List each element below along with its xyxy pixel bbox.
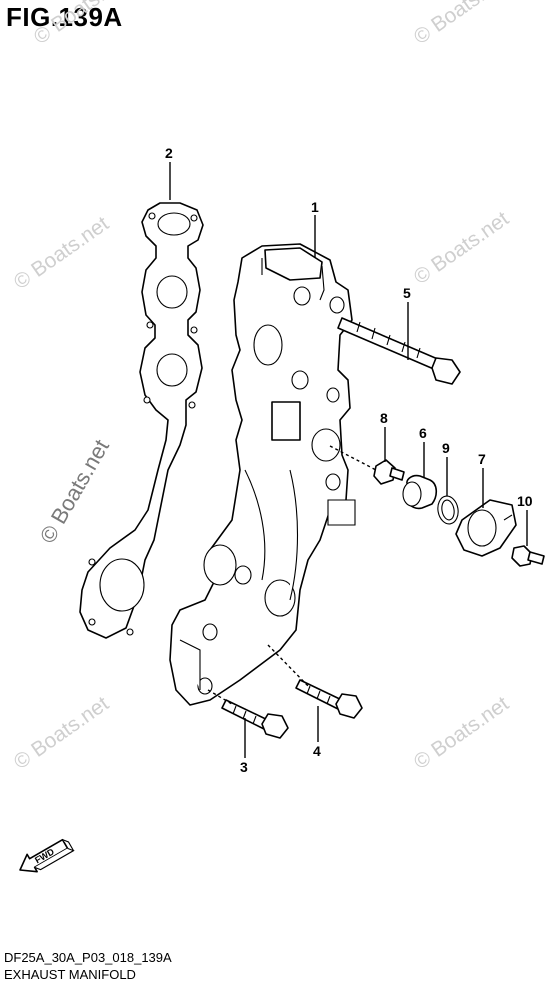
figure-caption: EXHAUST MANIFOLD [4, 967, 136, 982]
bolt-part-10[interactable] [511, 545, 545, 567]
callout-4: 4 [313, 743, 321, 759]
callout-1: 1 [311, 199, 319, 215]
watermark: © Boats.net [410, 207, 513, 289]
callout-5: 5 [403, 285, 411, 301]
exhaust-manifold-part-1[interactable] [169, 243, 356, 706]
drawing-code: DF25A_30A_P03_018_139A [4, 950, 172, 965]
leader-lines [169, 162, 528, 758]
watermark: © Boats.net [410, 0, 513, 49]
bolt-part-8[interactable] [373, 459, 405, 485]
callout-6: 6 [419, 425, 427, 441]
watermark: © Boats.net [10, 212, 113, 294]
watermark: © Boats.net [410, 692, 513, 774]
collar-part-6[interactable] [402, 474, 438, 510]
callout-10: 10 [517, 493, 533, 509]
callout-8: 8 [380, 410, 388, 426]
callout-2: 2 [165, 145, 173, 161]
callout-7: 7 [478, 451, 486, 467]
cover-part-7[interactable] [455, 499, 517, 557]
watermark: © Boats.net [30, 0, 133, 49]
callout-3: 3 [240, 759, 248, 775]
bolt-part-4[interactable] [295, 679, 363, 719]
watermark-center: © Boats.net [35, 435, 114, 547]
bolt-part-3[interactable] [221, 699, 289, 739]
o-ring-part-9[interactable] [436, 494, 461, 525]
figure-title: FIG.139A [6, 2, 123, 32]
callouts: 2 1 5 8 6 9 7 10 3 4 [165, 145, 533, 775]
watermark: © Boats.net [10, 692, 113, 774]
gasket-part-2[interactable] [79, 202, 204, 639]
bolt-part-5[interactable] [337, 317, 461, 385]
fwd-arrow-icon: FWD [19, 838, 75, 873]
callout-9: 9 [442, 440, 450, 456]
